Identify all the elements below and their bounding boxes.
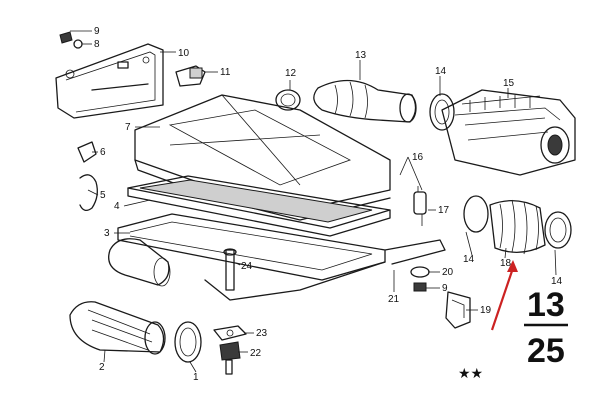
callout-22: 22 — [250, 348, 262, 359]
callout-5: 5 — [100, 190, 106, 201]
hose-clamp-1 — [174, 321, 202, 363]
callout-10: 10 — [178, 48, 190, 59]
callout-2: 2 — [99, 362, 105, 373]
callout-15: 15 — [503, 78, 515, 89]
callout-13: 13 — [355, 50, 367, 61]
clip-6 — [77, 141, 97, 163]
highlight-arrow — [490, 260, 518, 331]
stars-mark: ★★ — [458, 366, 483, 382]
callout-6: 6 — [100, 147, 106, 158]
seal-ring-14-top — [429, 93, 455, 131]
hose-clamp-12 — [275, 89, 301, 111]
nut-20 — [410, 266, 430, 278]
callout-8: 8 — [94, 39, 100, 50]
callout-18: 18 — [500, 258, 512, 269]
screw-9-top — [59, 31, 83, 49]
callout-9-bottom: 9 — [442, 283, 448, 294]
callout-11: 11 — [220, 67, 231, 78]
callout-4: 4 — [114, 201, 120, 212]
callout-16: 16 — [412, 152, 424, 163]
page-numerator: 13 — [527, 286, 565, 324]
page-denominator: 25 — [527, 332, 565, 370]
sensor-11 — [175, 65, 206, 87]
callout-14-left: 14 — [463, 254, 475, 265]
spring-clip-5 — [79, 174, 98, 212]
callout-19: 19 — [480, 305, 492, 316]
callout-17: 17 — [438, 205, 450, 216]
washer-23 — [213, 325, 247, 341]
air-cleaner-housing — [117, 213, 446, 301]
bracket-plate — [55, 43, 164, 119]
callout-21: 21 — [388, 294, 400, 305]
callout-12: 12 — [285, 68, 297, 79]
callout-14-top: 14 — [435, 66, 447, 77]
callout-labels: 9 8 10 11 12 13 14 15 7 6 5 4 3 16 17 14… — [94, 26, 563, 383]
page-number: 13 25 — [524, 286, 568, 370]
callout-7: 7 — [125, 122, 131, 133]
callout-24: 24 — [241, 261, 253, 272]
intake-duct-13 — [313, 79, 417, 123]
leader-lines — [70, 30, 557, 373]
callout-1: 1 — [193, 372, 199, 383]
callout-20: 20 — [442, 267, 454, 278]
bolt-24 — [223, 248, 237, 291]
intake-hose — [69, 301, 166, 355]
filter-element — [127, 175, 391, 237]
callout-9: 9 — [94, 26, 100, 37]
fuel-filter-17 — [413, 186, 427, 226]
rubber-mount-22 — [219, 341, 241, 375]
bellows-18 — [463, 195, 572, 255]
clip-19 — [445, 291, 471, 329]
callout-23: 23 — [256, 328, 268, 339]
callout-14-right: 14 — [551, 276, 563, 287]
intake-snorkel — [108, 238, 171, 287]
air-flow-meter — [441, 89, 576, 176]
callout-3: 3 — [104, 228, 110, 239]
nut-9-bottom — [413, 282, 427, 292]
